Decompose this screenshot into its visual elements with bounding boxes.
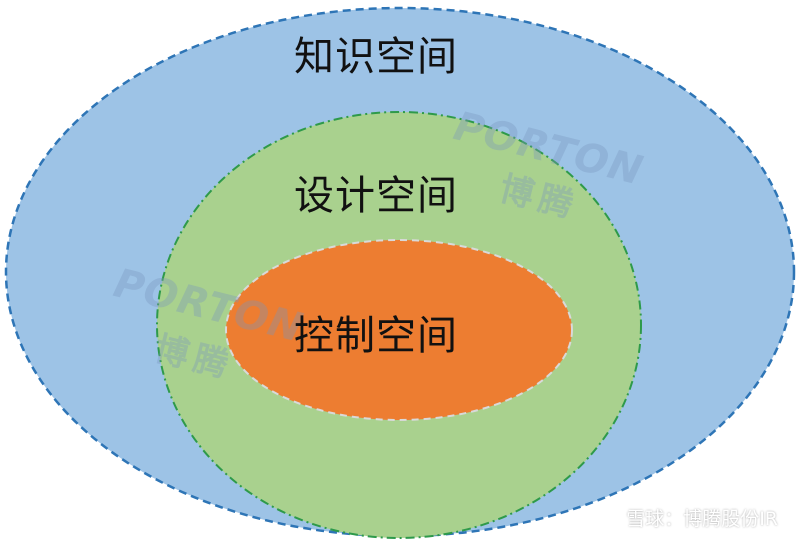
design-space-label: 设计空间: [294, 173, 458, 219]
control-space-label: 控制空间: [294, 313, 458, 359]
snowball-icon: [595, 505, 620, 530]
source-credit: 雪球：博腾股份IR: [594, 504, 778, 531]
control-space-ellipse: [225, 239, 573, 421]
knowledge-space-label: 知识空间: [294, 34, 458, 80]
source-credit-text: 雪球：博腾股份IR: [626, 508, 778, 530]
